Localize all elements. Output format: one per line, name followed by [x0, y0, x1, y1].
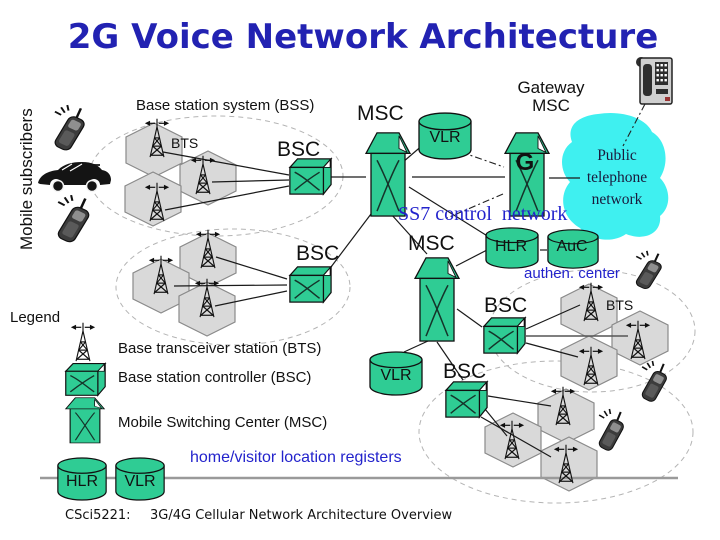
bts-label-1: BTS: [171, 135, 198, 151]
connection-line: [408, 186, 490, 238]
connection-line: [390, 213, 428, 255]
connection-line: [525, 304, 581, 330]
legend-hlr-text: HLR: [66, 473, 98, 490]
legend-item-msc: Mobile Switching Center (MSC): [118, 414, 327, 431]
connection-line: [403, 340, 429, 353]
bsc-label-3: BSC: [484, 294, 527, 317]
registers-note: home/visitor location registers: [190, 449, 402, 466]
desk-phone-icon: [636, 57, 673, 105]
connection-line: [215, 256, 288, 280]
connection-line: [162, 151, 290, 176]
bsc-box-1: [289, 158, 332, 195]
cell-cluster-2: [132, 232, 237, 337]
connection-line: [173, 284, 288, 287]
bsc-box-3: [483, 317, 526, 354]
legend-bsc-icon: [65, 362, 106, 396]
ptn-cloud: [562, 112, 669, 240]
page-title: 2G Voice Network Architecture: [68, 17, 659, 57]
bsc-label-2: BSC: [296, 242, 339, 265]
connection-line: [211, 179, 290, 183]
car-icon: [38, 162, 111, 193]
cell-hexagon: [179, 150, 237, 206]
connection-line: [525, 342, 579, 358]
gmsc-g-letter: G: [516, 149, 535, 176]
bss-ellipse-1: [88, 115, 344, 237]
mobile-subscribers-label: Mobile subscribers: [17, 108, 36, 250]
mobile-phone-icon: [54, 194, 93, 245]
mobile-phone-icon: [596, 408, 627, 453]
mobile-phone-icon: [639, 360, 670, 405]
connection-line: [330, 213, 372, 268]
footer-course: CSci5221:: [65, 508, 131, 523]
connection-line: [436, 341, 464, 381]
connection-line: [456, 308, 483, 328]
msc-label-1: MSC: [357, 102, 404, 125]
ss7-label: SS7 control network: [398, 203, 567, 225]
legend-vlr-text: VLR: [124, 473, 155, 490]
legend-heading: Legend: [10, 309, 60, 326]
legend-msc-icon: [65, 397, 105, 444]
connection-line: [164, 185, 290, 211]
auc-text: AuC: [556, 238, 587, 255]
bsc-label-4: BSC: [443, 360, 486, 383]
bsc-box-2: [289, 266, 332, 303]
connection-line: [455, 249, 488, 267]
bsc-label-1: BSC: [277, 138, 320, 161]
mobile-phone-icon: [51, 104, 88, 154]
ptn-label-line3: network: [592, 191, 643, 208]
hlr-text: HLR: [495, 238, 527, 255]
authen-center-label: authen. center: [524, 265, 620, 282]
bsc-box-4: [445, 381, 488, 418]
ptn-label-line2: telephone: [587, 169, 647, 186]
msc-box-2: [414, 257, 460, 342]
connection-line: [214, 290, 288, 307]
connection-line: [484, 408, 508, 437]
vlr-text-1: VLR: [429, 129, 460, 146]
bss-ellipse-2: [115, 228, 351, 346]
bts-label-2: BTS: [606, 297, 633, 313]
ss7-dashed-link: [446, 193, 504, 219]
ptn-label-line1: Public: [597, 147, 637, 164]
connection-line: [487, 395, 552, 407]
footer-lecture: 3G/4G Cellular Network Architecture Over…: [150, 508, 452, 523]
bss-ellipse-4: [418, 360, 694, 504]
legend-item-bts: Base transceiver station (BTS): [118, 340, 321, 357]
bss-label: Base station system (BSS): [136, 97, 314, 114]
gateway-msc-label-line2: MSC: [532, 96, 570, 115]
gateway-msc-label-line1: Gateway: [517, 78, 585, 97]
connection-line: [480, 416, 552, 458]
msc-label-2: MSC: [408, 232, 455, 255]
vlr-text-2: VLR: [380, 367, 411, 384]
legend-bts-icon: [70, 322, 96, 362]
legend-item-bsc: Base station controller (BSC): [118, 369, 311, 386]
